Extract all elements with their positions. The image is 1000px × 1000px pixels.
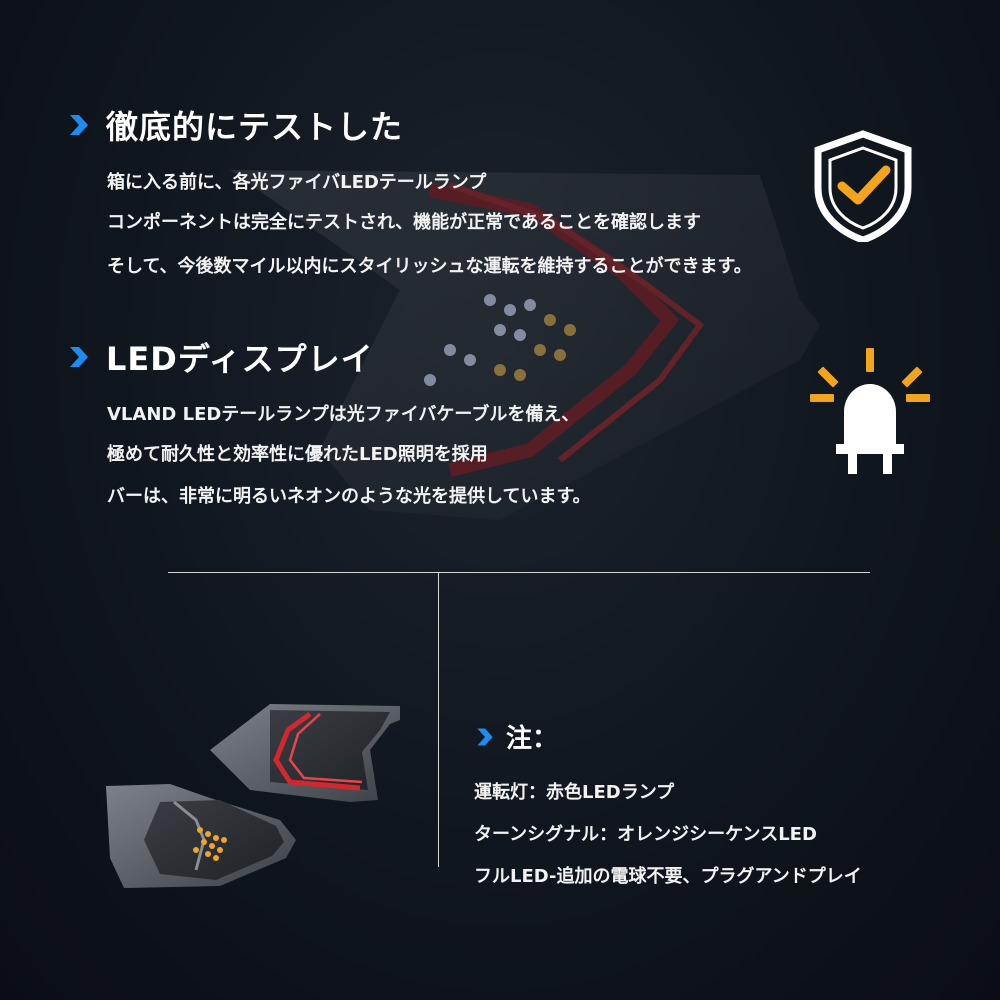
- tail-lamp-pair-image: [106, 704, 400, 888]
- section-led-title: LEDディスプレイ: [106, 340, 374, 378]
- chevron-right-icon: [70, 115, 88, 135]
- section-tested-line-3: そして、今後数マイル以内にスタイリッシュな運転を維持することができます。: [107, 256, 752, 277]
- section-led-line-3: バーは、非常に明るいネオンのような光を提供しています。: [107, 486, 591, 507]
- chevron-right-icon: [477, 728, 493, 745]
- led-bulb-icon: [810, 348, 930, 474]
- section-tested-heading: 徹底的にテストした: [66, 102, 403, 148]
- section-tested-line-2: コンポーネントは完全にテストされ、機能が正常であることを確認します: [107, 212, 701, 233]
- section-led-heading: LEDディスプレイ: [66, 334, 374, 380]
- chevron-right-icon: [70, 347, 88, 367]
- note-line-1: 運転灯：赤色LEDランプ: [474, 782, 675, 803]
- background-tail-lamp-image: [230, 170, 820, 520]
- section-tested-title: 徹底的にテストした: [106, 108, 404, 146]
- note-line-2: ターンシグナル：オレンジシーケンスLED: [474, 824, 817, 845]
- section-led-line-2: 極めて耐久性と効率性に優れたLED照明を採用: [107, 444, 488, 465]
- note-line-3: フルLED-追加の電球不要、プラグアンドプレイ: [474, 866, 862, 887]
- note-title: 注：: [506, 724, 559, 754]
- section-tested-line-1: 箱に入る前に、各光ファイバLEDテールランプ: [107, 172, 487, 193]
- section-led-line-1: VLAND LEDテールランプは光ファイバケーブルを備え、: [107, 404, 580, 425]
- vertical-divider: [438, 573, 439, 867]
- shield-check-icon: [814, 130, 912, 242]
- note-heading: 注：: [474, 718, 558, 755]
- horizontal-divider: [168, 572, 870, 573]
